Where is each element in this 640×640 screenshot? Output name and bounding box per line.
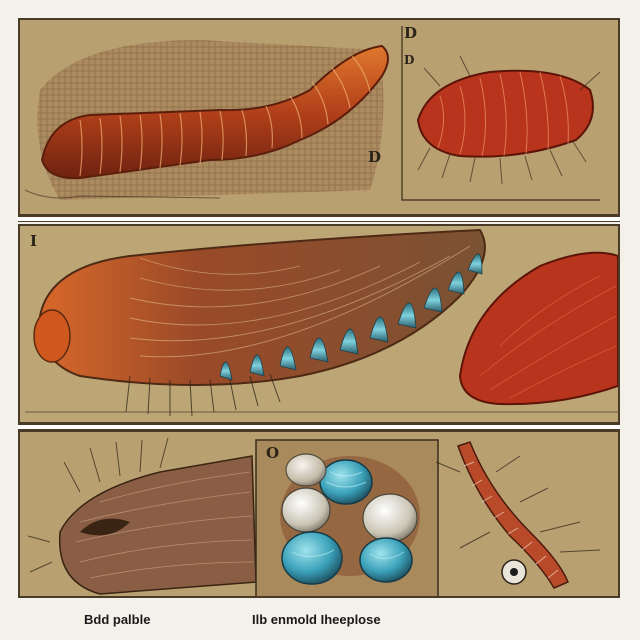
panel-label: D xyxy=(368,148,382,166)
panel-label: D xyxy=(404,53,415,67)
fibrous-tube xyxy=(58,455,257,595)
panel-label: I xyxy=(30,232,38,250)
panel-separator xyxy=(18,216,620,222)
egg-pearl xyxy=(281,487,331,533)
panel-bottom-illustration xyxy=(20,432,618,596)
panel-top-illustration xyxy=(20,20,618,214)
caption-left: Bdd palble xyxy=(84,612,151,627)
egg-teal xyxy=(359,537,413,583)
caption-right: Ilb enmold Iheeplose xyxy=(252,612,381,627)
worm-segmented-body xyxy=(40,44,389,180)
panel-top: D D D xyxy=(18,18,620,216)
red-lobe xyxy=(458,251,618,406)
panel-separator xyxy=(18,424,620,430)
panel-label: D xyxy=(404,24,418,42)
segmented-tentacle xyxy=(457,441,569,589)
panel-middle-illustration xyxy=(20,226,618,422)
egg-pearl xyxy=(285,453,327,487)
panel-middle: I xyxy=(18,224,620,424)
egg-pearl xyxy=(362,493,418,543)
egg-teal xyxy=(319,459,373,505)
panel-bottom: O xyxy=(18,430,620,598)
egg-teal xyxy=(281,531,343,585)
panel-label: O xyxy=(266,444,280,462)
